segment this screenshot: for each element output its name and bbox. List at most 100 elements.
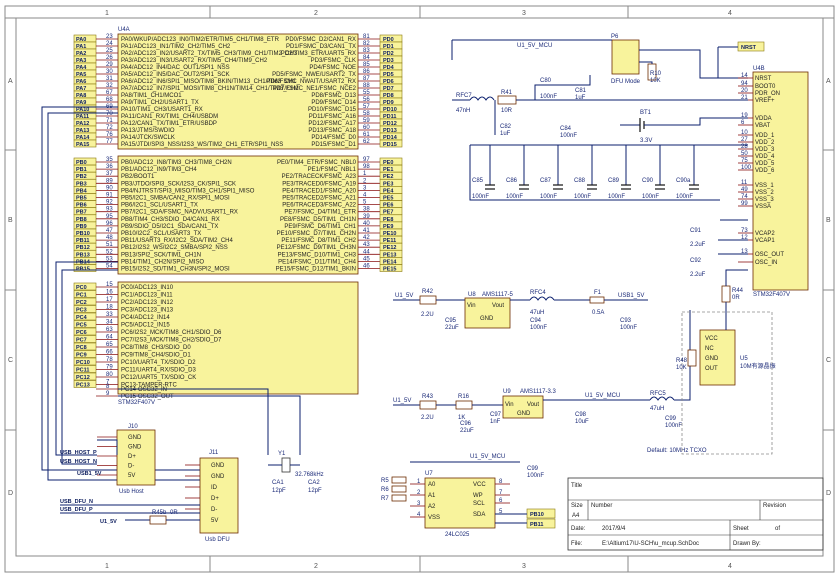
pb-net-pb10: PB10	[76, 231, 90, 237]
tcxo-region	[681, 311, 773, 455]
pa-pin-num: 77	[106, 139, 113, 145]
pb-pin-num: 47	[106, 228, 113, 234]
pa-net-pa9: PA9	[76, 100, 86, 106]
pc-pin-num: 7	[106, 380, 110, 386]
j10-body[interactable]	[116, 429, 156, 486]
pc-pin-func: PC2/ADC123_IN12	[121, 300, 174, 306]
j10-gnd-wire	[97, 439, 118, 455]
u7-left-pin: A1	[428, 493, 436, 499]
pe-pin-num: 41	[363, 228, 370, 234]
u4b-pin-name: NRST	[755, 76, 772, 82]
ca1-ref: CA1	[272, 480, 284, 486]
u8-body	[464, 297, 511, 329]
u4b-pin-name: VDD_5	[755, 161, 775, 167]
j11-ref: J11	[209, 450, 219, 456]
dfu-r-ref: R10	[650, 71, 662, 77]
u4b-pin-name: VSS_3	[755, 197, 774, 203]
pd-pin-num: 57	[363, 104, 370, 110]
decouple-val: 100nF	[574, 194, 591, 200]
pe-pin-num: 2	[363, 178, 367, 184]
pc-net-flag	[73, 297, 97, 306]
pa-net-pa14: PA14	[76, 135, 90, 141]
pa-pin-num: 23	[106, 34, 113, 40]
bt1-wire-b	[644, 117, 748, 126]
y1-ref: Y1	[278, 451, 286, 457]
pb-net-flag	[73, 264, 97, 272]
j10-net-n: USB_HOST_N	[60, 459, 97, 465]
u7-body	[424, 477, 496, 529]
r48-body	[687, 349, 697, 367]
j11-pin-label: GND	[211, 474, 225, 480]
pe-pin-func: PE6/TRACED3/FSMC_A22	[282, 203, 356, 209]
u4b-ref: U4B	[753, 66, 765, 72]
pd-net-pd0: PD0	[383, 37, 394, 43]
size-value: A4	[572, 513, 580, 519]
j10-ref: J10	[128, 424, 138, 430]
pc-pin-func: PC9/TIM8_CH4/SDIO_D1	[121, 353, 191, 359]
pc-pin-num: 78	[106, 357, 113, 363]
pc-pin-func: PC13-TAMPER-RTC	[121, 383, 177, 389]
u8-part: AMS1117-5	[482, 292, 513, 298]
j10-net-5v: USB1_5V	[77, 471, 102, 477]
i2c-wires	[495, 513, 527, 524]
r16-ref: R16	[458, 394, 470, 400]
pb-pin-num: 92	[106, 200, 113, 206]
pe-pin-func: PE4/TRACED1/FSMC_A20	[282, 188, 356, 194]
j11-body[interactable]	[199, 457, 239, 534]
row-label-d: D	[8, 490, 13, 497]
u7-left-pin: VSS	[428, 515, 440, 521]
u7-left-pin: A0	[428, 482, 436, 488]
pd-net-pd8: PD8	[383, 93, 394, 99]
r42-ref: R42	[422, 289, 434, 295]
pd-pin-num: 58	[363, 111, 370, 117]
c92-ref: C92	[690, 258, 702, 264]
r44-ref: R44	[732, 288, 744, 294]
pa-pin-func: PA0/WKUP/ADC123_IN0/TIM2/ETR/TIM5_CH1/TI…	[121, 37, 280, 43]
c80-wire	[534, 75, 591, 100]
mcu-5v-label: U1_5V_MCU	[517, 43, 552, 49]
u8-vin: Vin	[467, 303, 476, 309]
eeprom-vcc-net: U1_5V_MCU	[470, 454, 505, 460]
pb-pin-num: 91	[106, 193, 113, 199]
r42-body	[419, 295, 437, 305]
pe-net-pe2: PE2	[383, 174, 393, 180]
pa-net-pa5: PA5	[76, 72, 86, 78]
bt1-ref: BT1	[640, 110, 652, 116]
col-label-b4: 4	[728, 563, 732, 570]
decouple-ref: C90	[642, 178, 654, 184]
pe-pin-func: PE15/FSMC_D12/TIM1_BKIN	[276, 267, 356, 273]
pa-pin-num: 71	[106, 118, 113, 124]
pa-pin-func: PA6/ADC12_IN6/SPI1_MISO/TIM8_BKIN/TIM13_…	[121, 79, 297, 85]
c99b-val: 100nF	[665, 423, 682, 429]
u4b-pin-num: 49	[741, 187, 748, 193]
y1-body	[281, 457, 291, 473]
u4b-pin-num: 27	[741, 137, 748, 143]
u7-right-pin: WP	[473, 493, 483, 499]
pa-pin-func: PA12/CAN1_TX/TIM1_ETR/USBDP	[121, 121, 217, 127]
u7-right-pin: SCL	[473, 501, 485, 507]
pe-net-pe0: PE0	[383, 160, 393, 166]
pc-pin-num: 16	[106, 290, 113, 296]
osc-pin-num: 8	[106, 384, 110, 390]
u7-left-num: 3	[417, 501, 421, 507]
ldo-out-net: U1_5V_MCU	[585, 393, 620, 399]
pa-pin-num: 25	[106, 48, 113, 54]
pb11-net-text: PB11	[530, 522, 543, 528]
pd-net-pd7: PD7	[383, 86, 394, 92]
f1-body	[589, 296, 605, 304]
pc-net-flag	[73, 372, 97, 381]
osc-pin-func: PC14-OSC32_IN	[121, 387, 167, 393]
file-label: File:	[571, 541, 583, 547]
u4b-pin-name: VDD_2	[755, 140, 775, 146]
rfc7-val: 47nH	[456, 108, 470, 114]
u4b-pin-name: OSC_OUT	[755, 252, 784, 258]
j11-net-5v: U1_5V	[100, 519, 117, 525]
pd-net-pd1: PD1	[383, 44, 394, 50]
pe-pin-func: PE3/TRACED0/FSMC_A19	[282, 181, 356, 187]
u4b-pin-name: VCAP1	[755, 238, 775, 244]
r42-val: 2.2U	[421, 312, 434, 318]
pe-net-pe8: PE8	[383, 217, 393, 223]
dfu-switch-body[interactable]	[611, 39, 640, 75]
